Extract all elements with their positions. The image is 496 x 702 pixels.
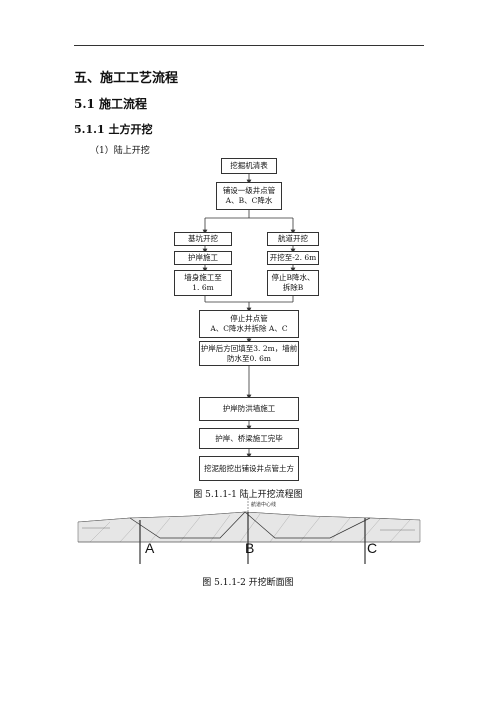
- flow-step-wall-body-line2: 1. 6m: [192, 283, 214, 292]
- flow-step-stop-ac-line2: A、C降水并拆除 A、C: [210, 324, 288, 333]
- centerline-note: 航道中心线: [251, 501, 276, 508]
- flow-step-dredge: 挖泥船挖出铺设井点管土方: [199, 456, 299, 481]
- flow-step-stop-b-line1: 停止B降水、: [271, 273, 315, 282]
- flow-step-pit-excavation-text: 基坑开挖: [188, 234, 218, 243]
- flow-step-clear: 挖掘机清表: [221, 158, 277, 174]
- flow-step-revetment-text: 护岸施工: [188, 253, 218, 262]
- section-label-c: C: [367, 540, 378, 556]
- flow-step-pit-excavation: 基坑开挖: [174, 232, 232, 246]
- flow-step-revetment: 护岸施工: [174, 251, 232, 265]
- flow-step-flood-wall: 护岸防洪墙施工: [199, 397, 299, 421]
- flow-step-wall-body: 墙身施工至 1. 6m: [174, 270, 232, 296]
- flow-step-backfill-line1: 护岸后方回填至3. 2m，墙前: [200, 343, 298, 353]
- figure-caption-flow: 图 5.1.1-1 陆上开挖流程图: [193, 490, 303, 500]
- section-label-a: A: [145, 540, 155, 556]
- flow-step-dredge-text: 挖泥船挖出铺设井点管土方: [204, 463, 294, 473]
- flow-step-complete: 护岸、桥梁施工完毕: [199, 428, 299, 449]
- flow-step-stop-b-line2: 拆除B: [282, 283, 304, 292]
- flow-step-excavate-depth-text: 开挖至-2. 6m: [269, 253, 317, 262]
- section-heading: 五、施工工艺流程: [74, 71, 179, 86]
- flow-step-backfill-line2: 防水至0. 6m: [227, 353, 271, 363]
- flow-step-stop-b: 停止B降水、 拆除B: [267, 270, 319, 296]
- excavation-cross-section: 航道中心线: [77, 498, 421, 564]
- flow-step-wellpoint-line1: 铺设一级井点管: [222, 186, 276, 195]
- flow-step-channel-excavation: 航道开挖: [267, 232, 319, 246]
- flow-step-stop-ac-line1: 停止井点管: [230, 314, 268, 323]
- flow-step-backfill: 护岸后方回填至3. 2m，墙前 防水至0. 6m: [199, 341, 299, 366]
- flow-step-wellpoint-line2: A、B、C降水: [225, 196, 273, 205]
- flow-step-wellpoint: 铺设一级井点管 A、B、C降水: [216, 182, 282, 210]
- figure-caption-section: 图 5.1.1-2 开挖断面图: [202, 578, 294, 588]
- flow-step-complete-text: 护岸、桥梁施工完毕: [215, 433, 283, 443]
- flow-step-channel-excavation-text: 航道开挖: [278, 234, 308, 243]
- flow-step-excavate-depth: 开挖至-2. 6m: [267, 251, 319, 265]
- subsubsection-heading: 5.1.1 土方开挖: [74, 123, 153, 136]
- flow-step-clear-text: 挖掘机清表: [230, 161, 268, 170]
- item-label: （1）陆上开挖: [90, 146, 150, 156]
- flow-step-flood-wall-text: 护岸防洪墙施工: [222, 404, 276, 413]
- header-rule: [74, 45, 424, 46]
- flow-step-stop-ac: 停止井点管 A、C降水并拆除 A、C: [199, 310, 299, 338]
- flow-step-wall-body-line1: 墙身施工至: [184, 273, 222, 282]
- subsection-heading: 5.1 施工流程: [74, 97, 148, 111]
- section-label-b: B: [245, 540, 255, 556]
